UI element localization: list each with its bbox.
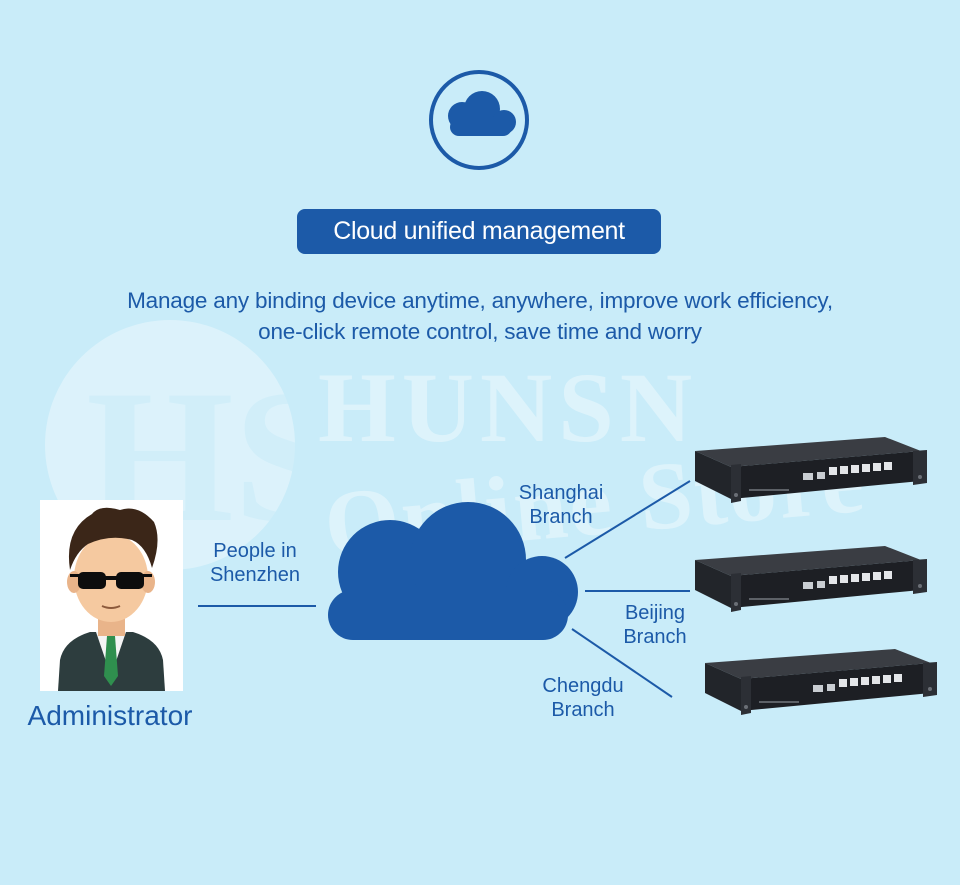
branch-label-chengdu: Chengdu Branch bbox=[542, 675, 624, 721]
branch-label-shanghai: Shanghai Branch bbox=[518, 482, 604, 528]
cloud-icon bbox=[429, 70, 529, 170]
administrator-label: Administrator bbox=[27, 700, 193, 731]
router-appliance-icon-beijing bbox=[695, 546, 927, 612]
administrator-icon bbox=[58, 507, 165, 691]
branch-label-beijing: Beijing Branch bbox=[623, 602, 687, 648]
tagline-line-2: one-click remote control, save time and … bbox=[258, 319, 702, 344]
line-shanghai bbox=[564, 480, 691, 559]
origin-label: People in Shenzhen bbox=[209, 540, 301, 586]
tagline-line-1: Manage any binding device anytime, anywh… bbox=[127, 288, 833, 313]
page-title-badge: Cloud unified management bbox=[297, 209, 661, 254]
watermark-brand: HUNSN bbox=[318, 352, 699, 463]
router-appliance-icon-chengdu bbox=[705, 649, 937, 715]
router-appliance-icon-shanghai bbox=[695, 437, 927, 503]
line-chengdu bbox=[571, 628, 673, 698]
administrator-avatar bbox=[40, 500, 183, 691]
central-cloud-icon bbox=[328, 502, 578, 640]
